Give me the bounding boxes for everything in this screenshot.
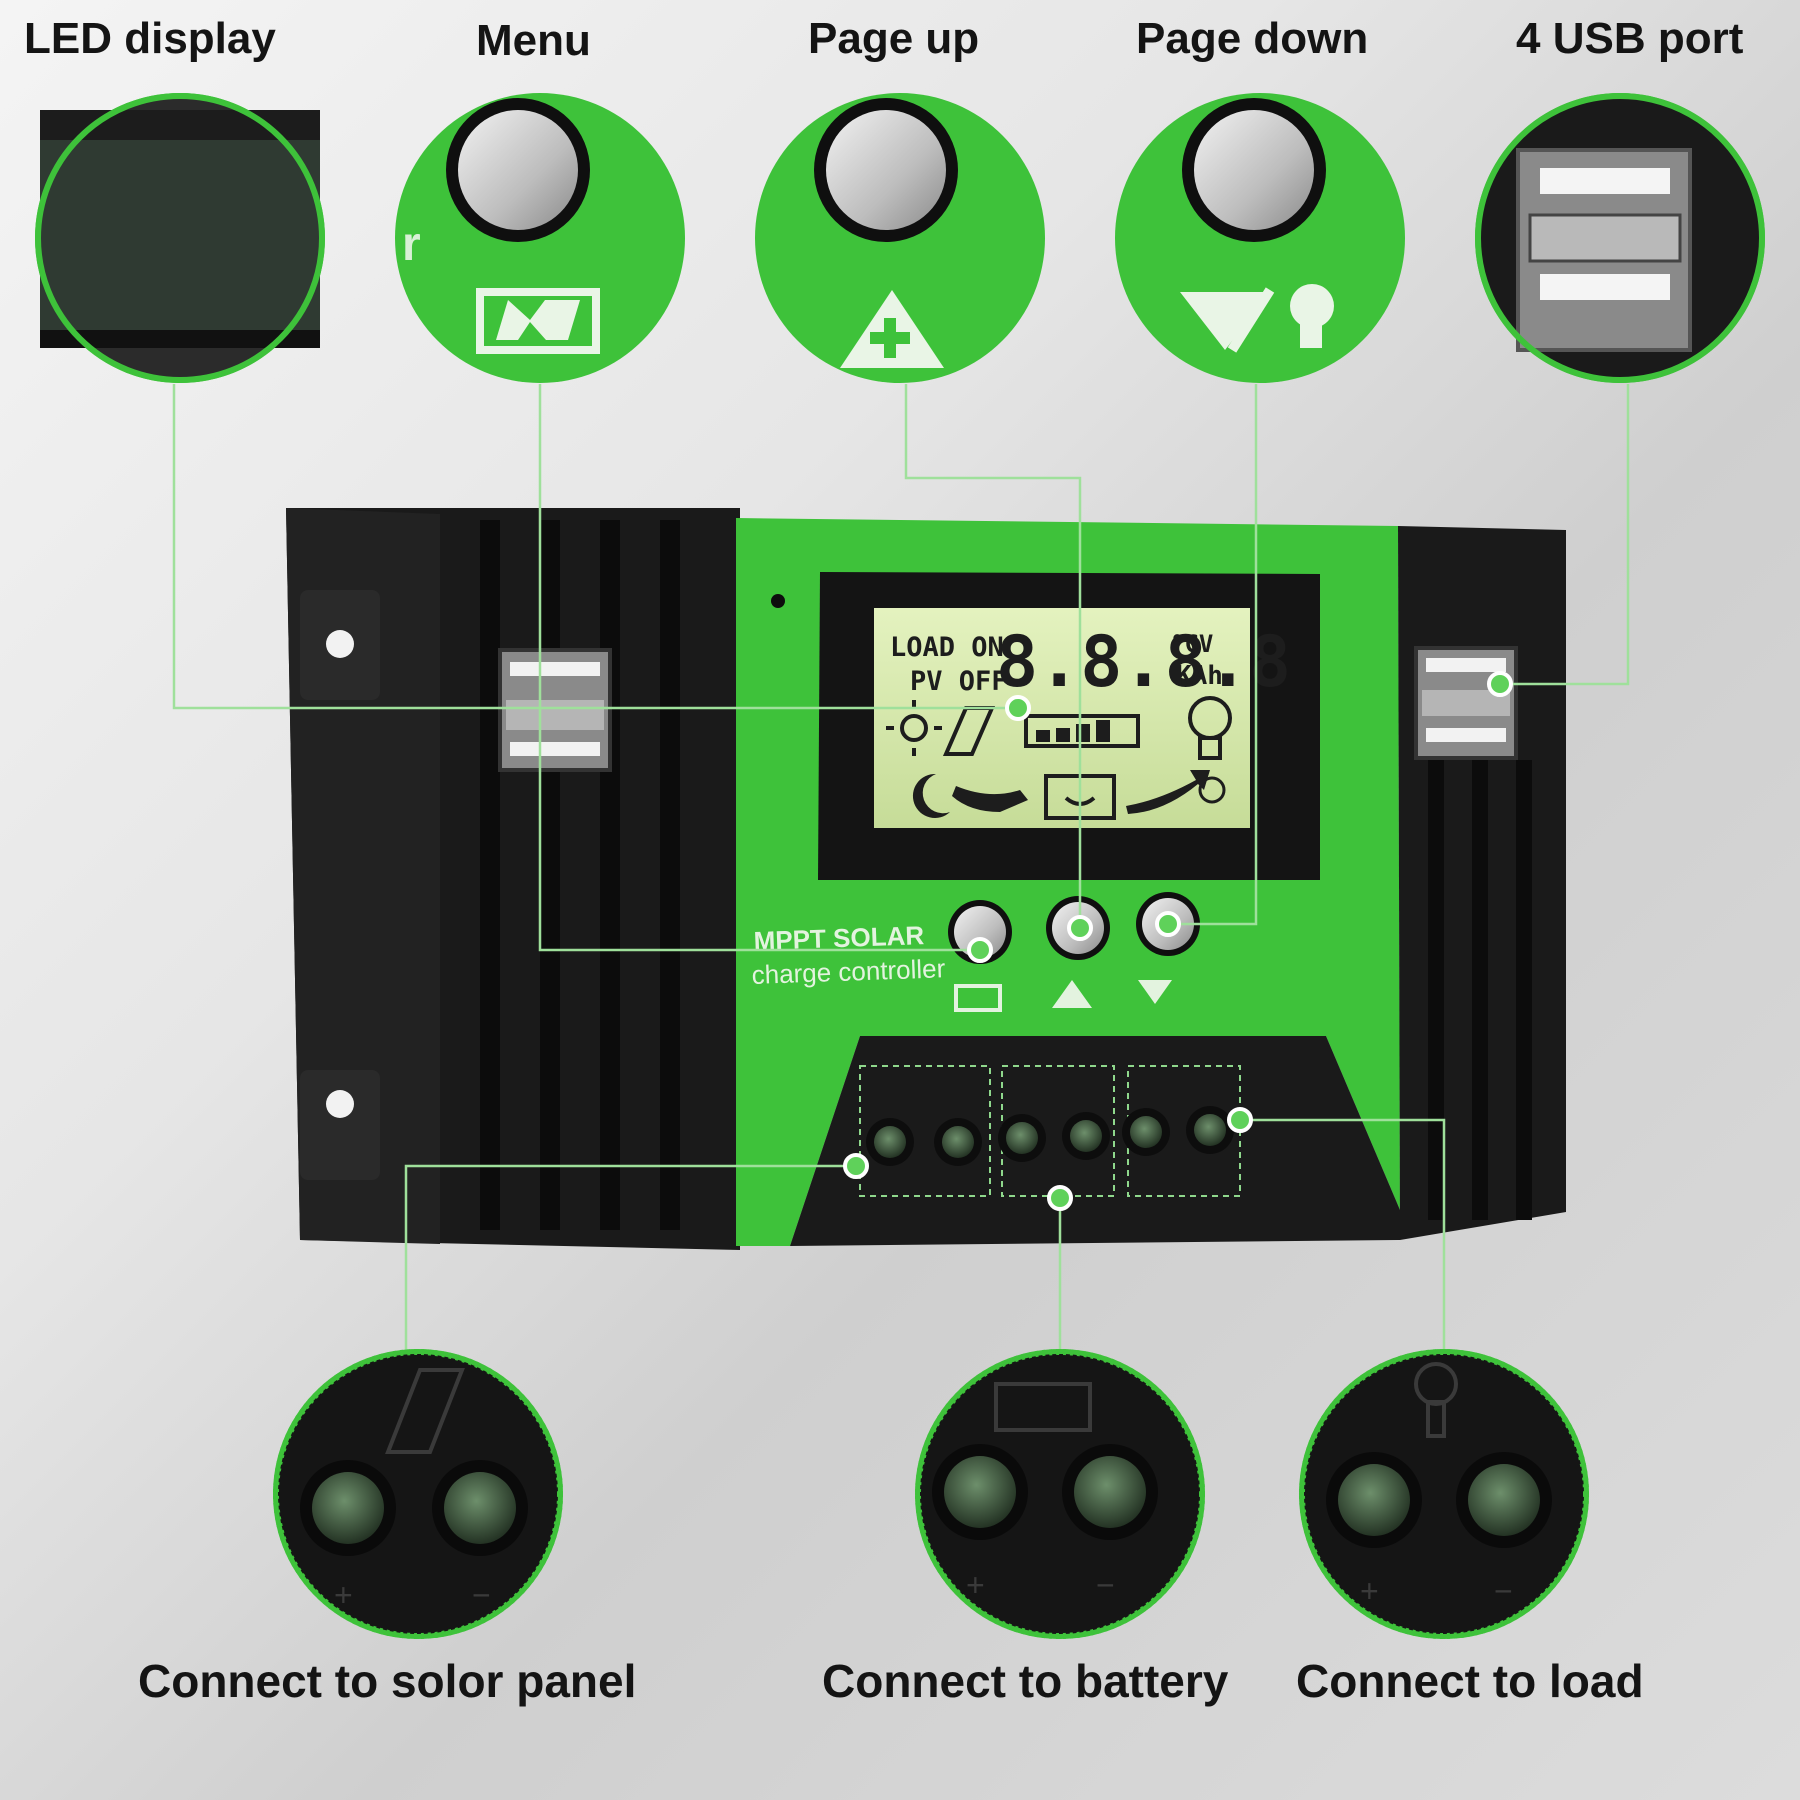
label-load: Connect to load (1296, 1655, 1644, 1707)
device-solar-terminals (859, 1065, 991, 1197)
lcd-digits: 8.8.8.8 (996, 621, 1291, 703)
label-battery: Connect to battery (822, 1655, 1229, 1707)
leader-dots (843, 671, 1513, 1211)
menu-symbol-icon (954, 984, 1002, 1012)
battery-terminal-closeup: + − (915, 1349, 1205, 1639)
load-minus-sign: − (1494, 1573, 1513, 1609)
label-page-down: Page down (1136, 14, 1369, 63)
lcd-sun-icon (886, 700, 942, 756)
lcd-arrow-right-icon (1126, 770, 1210, 814)
lcd-pv-label: PV OFF (910, 666, 1008, 697)
label-led-display: LED display (24, 14, 276, 63)
lcd-unit-bottom: KAh (1176, 661, 1223, 691)
svg-text:r: r (402, 218, 421, 271)
lcd-moon-icon (912, 773, 950, 818)
leader-lines (172, 384, 1630, 1350)
device-load-terminals (1122, 1065, 1241, 1197)
device-menu-button[interactable] (948, 900, 1012, 964)
label-usb-port: 4 USB port (1516, 14, 1744, 63)
battery-plus-sign: + (966, 1567, 985, 1603)
lcd-bulb-icon (1188, 696, 1232, 760)
lcd-battery-level-icon (1024, 714, 1140, 748)
brand-subtitle: charge controller (751, 953, 946, 990)
solar-terminal-closeup: + − (273, 1349, 563, 1639)
lcd-arrow-left-icon (952, 786, 1028, 812)
lcd-load-label: LOAD ON (890, 632, 1004, 663)
lcd-closeup-circle (35, 93, 325, 383)
page-down-symbol-icon (1138, 980, 1172, 1004)
charge-controller-device: LOAD ON PV OFF 8.8.8.8 °CV KAh (286, 508, 1566, 1250)
load-plus-sign: + (1360, 1573, 1379, 1609)
label-solar-panel: Connect to solor panel (138, 1655, 637, 1707)
page-up-symbol-icon (1052, 980, 1092, 1008)
device-battery-terminals (998, 1065, 1115, 1197)
usb-port-closeup (1475, 93, 1765, 383)
page-down-button-closeup (1115, 93, 1405, 383)
lcd-clock-icon (1198, 776, 1226, 804)
menu-button-closeup: r (395, 93, 685, 383)
lcd-unit-top: °CV (1170, 630, 1213, 658)
load-terminal-closeup: + − (1299, 1349, 1589, 1639)
solar-plus-sign: + (334, 1577, 353, 1613)
page-up-button-closeup (755, 93, 1045, 383)
label-page-up: Page up (808, 14, 980, 63)
solar-minus-sign: − (472, 1577, 491, 1613)
label-menu: Menu (476, 16, 591, 65)
battery-minus-sign: − (1096, 1567, 1115, 1603)
